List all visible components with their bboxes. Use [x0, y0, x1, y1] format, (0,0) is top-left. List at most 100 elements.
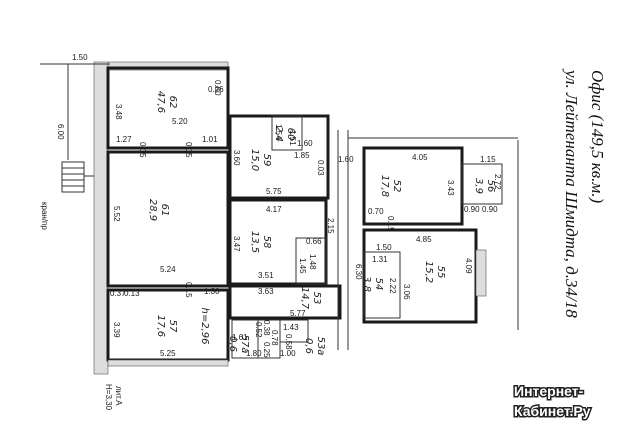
dim-42: 0.37 [110, 289, 126, 298]
dimension-labels: 1.50 0.80 0.26 3.48 5.20 1.27 0.15 0.15 … [72, 53, 502, 358]
dim-41: 4.09 [464, 258, 473, 274]
dim-35: 4.85 [416, 235, 432, 244]
room-corridor-small [279, 319, 309, 343]
svg-text:57а: 57а [239, 335, 250, 354]
dim-2: 0.80 [213, 80, 222, 96]
dim-31: 3.51 [258, 271, 274, 280]
room-label-57a: 57а 0,6 [227, 335, 250, 354]
dim-25: 5.24 [160, 265, 176, 274]
dim-30: 1.48 [308, 254, 317, 270]
svg-text:14,7: 14,7 [299, 287, 310, 310]
dim-43: 0.13 [124, 289, 140, 298]
dim-55: 1.43 [283, 323, 299, 332]
svg-text:17,6: 17,6 [155, 315, 166, 337]
watermark-line2: Кабинет.Ру [514, 403, 591, 419]
room-label-56: 56 3,9 [473, 178, 496, 194]
room-label-53a: 53а 0,6 [303, 337, 326, 356]
svg-text:53: 53 [311, 292, 322, 305]
svg-text:54: 54 [373, 278, 384, 291]
svg-text:28,9: 28,9 [147, 199, 158, 221]
dim-49: 5.25 [160, 349, 176, 358]
dim-56: 0.58 [284, 334, 293, 350]
room-62 [106, 66, 230, 150]
room-label-61: 61 28,9 [147, 199, 170, 221]
svg-text:2,4: 2,4 [273, 126, 284, 142]
svg-text:3,9: 3,9 [473, 178, 484, 194]
dim-36: 6.30 [354, 264, 363, 280]
room-label-53: 53 14,7 [299, 287, 322, 310]
svg-text:15,0: 15,0 [249, 149, 260, 171]
dim-6: 1.27 [116, 135, 132, 144]
dim-8: 0.15 [184, 142, 193, 158]
room-label-57: 57 17,6 [155, 315, 178, 337]
dim-40: 3.06 [402, 284, 411, 300]
svg-text:47,6: 47,6 [155, 91, 166, 113]
dim-19: 3.43 [446, 180, 455, 196]
room-label-58: 58 13,5 [249, 231, 272, 253]
plan-title-line2: ул. Лейтенанта Шмидта, д.34/18 [562, 68, 581, 318]
dim-1: 1.50 [72, 53, 88, 62]
height-label: Н=3,30 [104, 384, 113, 411]
dim-18: 4.05 [412, 153, 428, 162]
svg-text:61: 61 [159, 204, 170, 217]
dim-4: 3.48 [114, 104, 123, 120]
svg-text:15,2: 15,2 [423, 261, 434, 283]
dim-34: 0.15 [386, 216, 395, 232]
dim-26: 4.17 [266, 205, 282, 214]
dim-52: 0.38 [262, 320, 271, 336]
plan-title-line1: Офис (149,5 кв.м.) [588, 70, 607, 203]
svg-text:0,6: 0,6 [303, 338, 314, 354]
svg-text:17,8: 17,8 [379, 175, 390, 197]
room-53 [228, 284, 342, 320]
dim-15: 0.03 [316, 160, 325, 176]
dim-17: 5.75 [266, 187, 282, 196]
dim-14: 1.85 [294, 151, 310, 160]
floor-label: лит.А [114, 386, 123, 406]
dim-11: 1.51 [288, 130, 297, 146]
room-label-52: 52 17,8 [379, 175, 402, 197]
room-height-note: h=2,96 [199, 308, 210, 345]
dim-57: 1.80 [246, 349, 262, 358]
crane-label: кран/пр [40, 202, 49, 230]
dim-3: 0.26 [208, 85, 224, 94]
dim-58: 1.00 [280, 349, 296, 358]
stair-icon [61, 161, 94, 193]
dim-16: 1.60 [338, 155, 354, 164]
dim-24: 5.52 [112, 206, 121, 222]
room-58-niche [295, 237, 327, 285]
svg-text:0,6: 0,6 [227, 336, 238, 352]
svg-text:57: 57 [167, 320, 178, 333]
dim-46: 3.63 [258, 287, 274, 296]
dim-13: 3.60 [232, 150, 241, 166]
dim-12: 1.60 [297, 139, 313, 148]
dim-9: 1.01 [202, 135, 218, 144]
room-61 [106, 150, 230, 288]
dim-51: 0.52 [254, 322, 263, 338]
dim-50: 1.61 [232, 333, 248, 342]
window-bottom [107, 359, 229, 367]
dim-45: 1.30 [204, 287, 220, 296]
room-label-54: 54 3,8 [361, 276, 384, 292]
svg-text:58: 58 [261, 236, 272, 249]
svg-text:53а: 53а [315, 337, 326, 356]
dim-53: 0.78 [270, 330, 279, 346]
dim-23: 0.90 [482, 205, 498, 214]
svg-text:3,8: 3,8 [361, 276, 372, 292]
dim-48: 3.39 [112, 322, 121, 338]
dim-5: 5.20 [172, 117, 188, 126]
room-label-55: 55 15,2 [423, 261, 446, 283]
outer-wall-left [93, 61, 109, 375]
watermark-line1: Интернет- [514, 383, 584, 399]
dim-33: 0.70 [368, 207, 384, 216]
dim-29: 1.45 [298, 258, 307, 274]
dim-20: 1.15 [480, 155, 496, 164]
svg-text:59: 59 [261, 154, 272, 167]
room-60 [271, 115, 303, 151]
room-label-59: 59 15,0 [249, 149, 272, 171]
dim-10: 1.54 [274, 124, 283, 140]
left-dim-label: 6.00 [56, 124, 65, 140]
room-54 [363, 251, 401, 319]
dim-39: 2.22 [388, 278, 397, 294]
dim-38: 1.31 [372, 255, 388, 264]
dim-21: 2.72 [493, 174, 502, 190]
